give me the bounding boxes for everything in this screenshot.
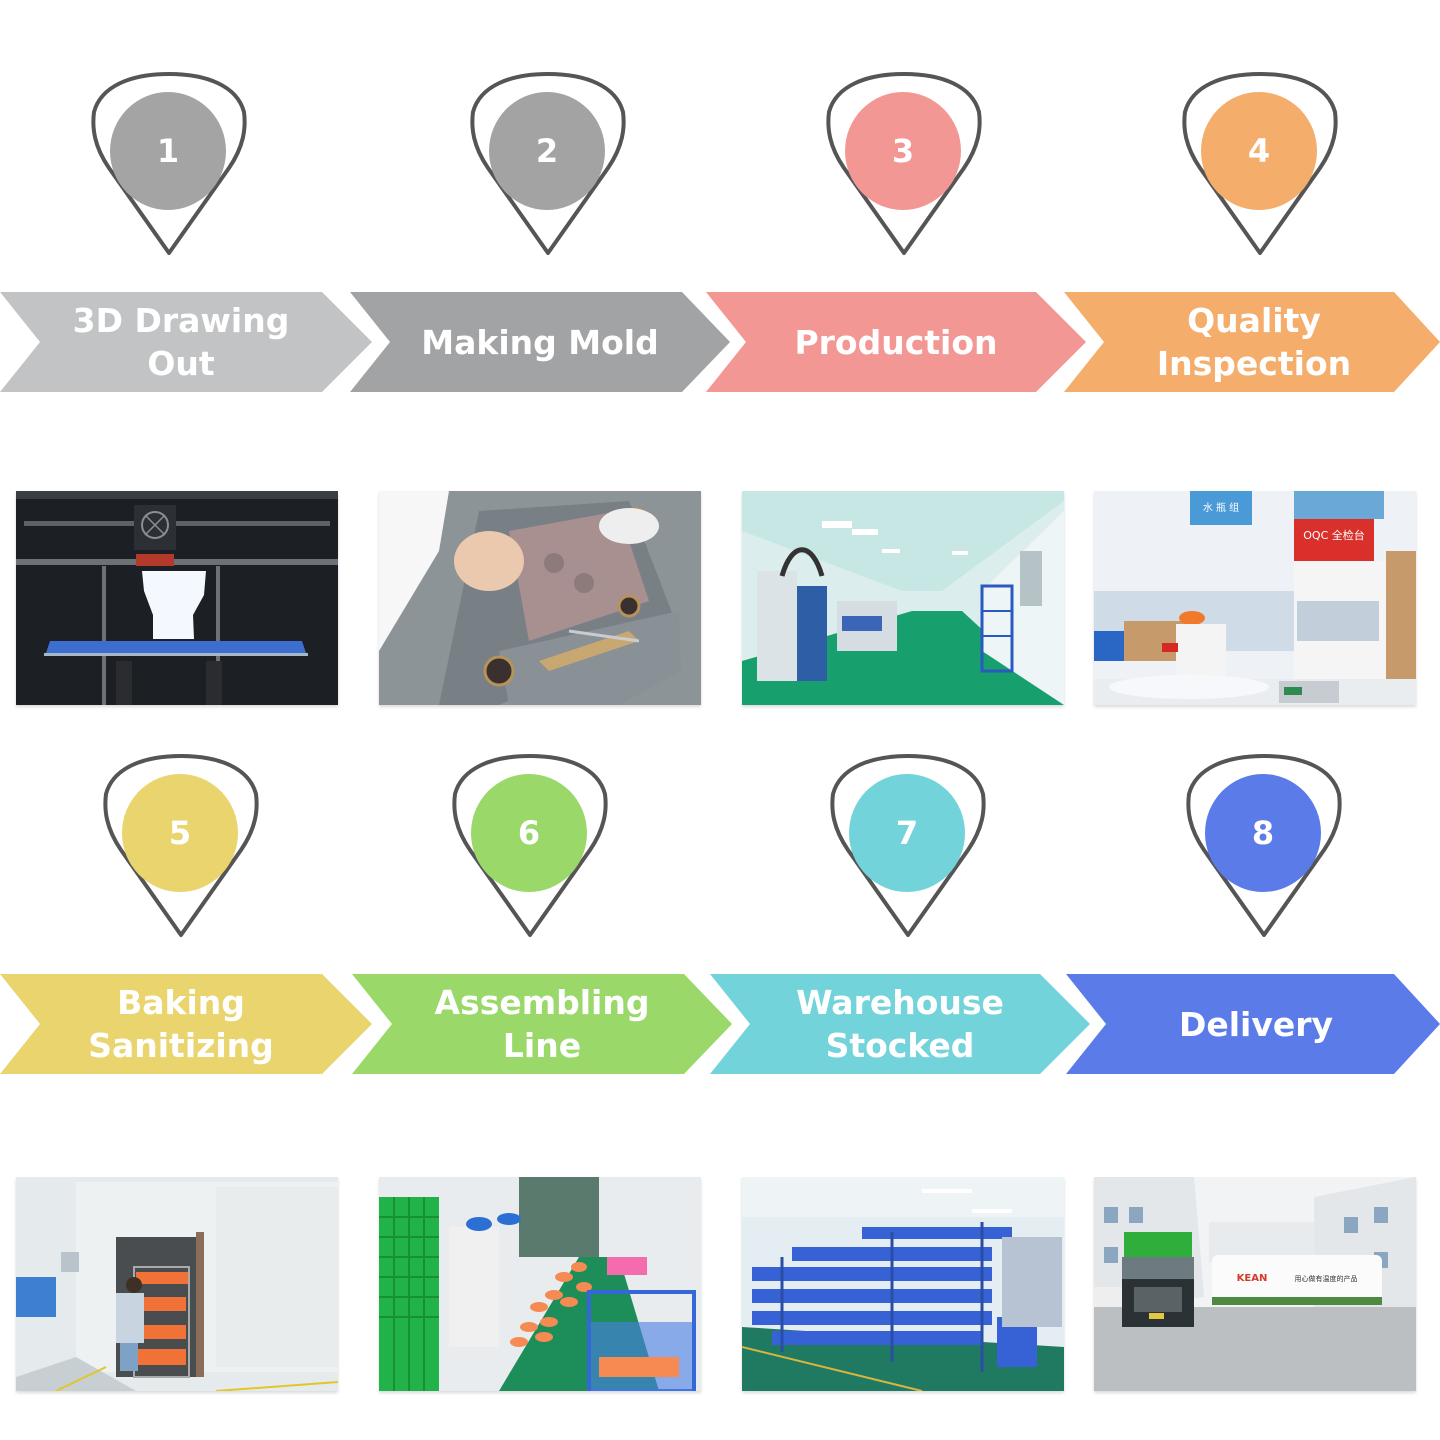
step-1-photo: [16, 491, 338, 705]
warehouse-photo: [742, 1177, 1064, 1391]
step-label: Delivery: [1178, 1004, 1334, 1044]
step-3-chevron: Production: [706, 292, 1086, 392]
step-6-chevron: Assembling Line: [352, 974, 732, 1074]
step-label: Quality Inspection: [1156, 301, 1352, 383]
step-label: 3D Drawing Out: [72, 301, 290, 383]
step-label: Assembling Line: [434, 983, 650, 1065]
step-8-marker: 8: [1184, 754, 1344, 940]
step-number: 1: [110, 92, 226, 210]
sign-text: 用心做有温度的产品: [1295, 1274, 1358, 1283]
step-7-chevron: Warehouse Stocked: [710, 974, 1090, 1074]
step-8-chevron: Delivery: [1066, 974, 1440, 1074]
step-7-marker: 7: [828, 754, 988, 940]
step-4-photo: 水 瓶 组 OQC 全检台: [1094, 491, 1416, 705]
step-label: Warehouse Stocked: [796, 983, 1004, 1065]
step-1-marker: 1: [89, 72, 249, 258]
sign-text: KEAN: [1237, 1273, 1268, 1284]
step-6-marker: 6: [450, 754, 610, 940]
step-number: 3: [845, 92, 961, 210]
step-1-chevron: 3D Drawing Out: [0, 292, 372, 392]
step-8-photo: KEAN 用心做有温度的产品: [1094, 1177, 1416, 1391]
step-3-photo: [742, 491, 1064, 705]
sign-text: 水 瓶 组: [1203, 501, 1239, 514]
step-number: 4: [1201, 92, 1317, 210]
step-2-marker: 2: [468, 72, 628, 258]
step-number: 2: [489, 92, 605, 210]
production-hall-photo: [742, 491, 1064, 705]
step-label: Baking Sanitizing: [88, 983, 274, 1065]
step-5-marker: 5: [101, 754, 261, 940]
step-3-marker: 3: [824, 72, 984, 258]
assembly-line-photo: [379, 1177, 701, 1391]
step-number: 5: [122, 774, 238, 892]
step-number: 6: [471, 774, 587, 892]
baking-oven-photo: [16, 1177, 338, 1391]
step-6-photo: [379, 1177, 701, 1391]
step-4-marker: 4: [1180, 72, 1340, 258]
quality-inspection-photo: 水 瓶 组 OQC 全检台: [1094, 491, 1416, 705]
step-2-chevron: Making Mold: [350, 292, 730, 392]
step-2-photo: [379, 491, 701, 705]
step-number: 7: [849, 774, 965, 892]
3d-printer-photo: [16, 491, 338, 705]
step-label: Production: [794, 322, 998, 362]
mold-making-photo: [379, 491, 701, 705]
step-7-photo: [742, 1177, 1064, 1391]
step-number: 8: [1205, 774, 1321, 892]
step-5-photo: [16, 1177, 338, 1391]
step-4-chevron: Quality Inspection: [1064, 292, 1440, 392]
delivery-photo: KEAN 用心做有温度的产品: [1094, 1177, 1416, 1391]
step-5-chevron: Baking Sanitizing: [0, 974, 372, 1074]
step-label: Making Mold: [421, 322, 659, 362]
sign-text: OQC 全检台: [1303, 528, 1365, 542]
